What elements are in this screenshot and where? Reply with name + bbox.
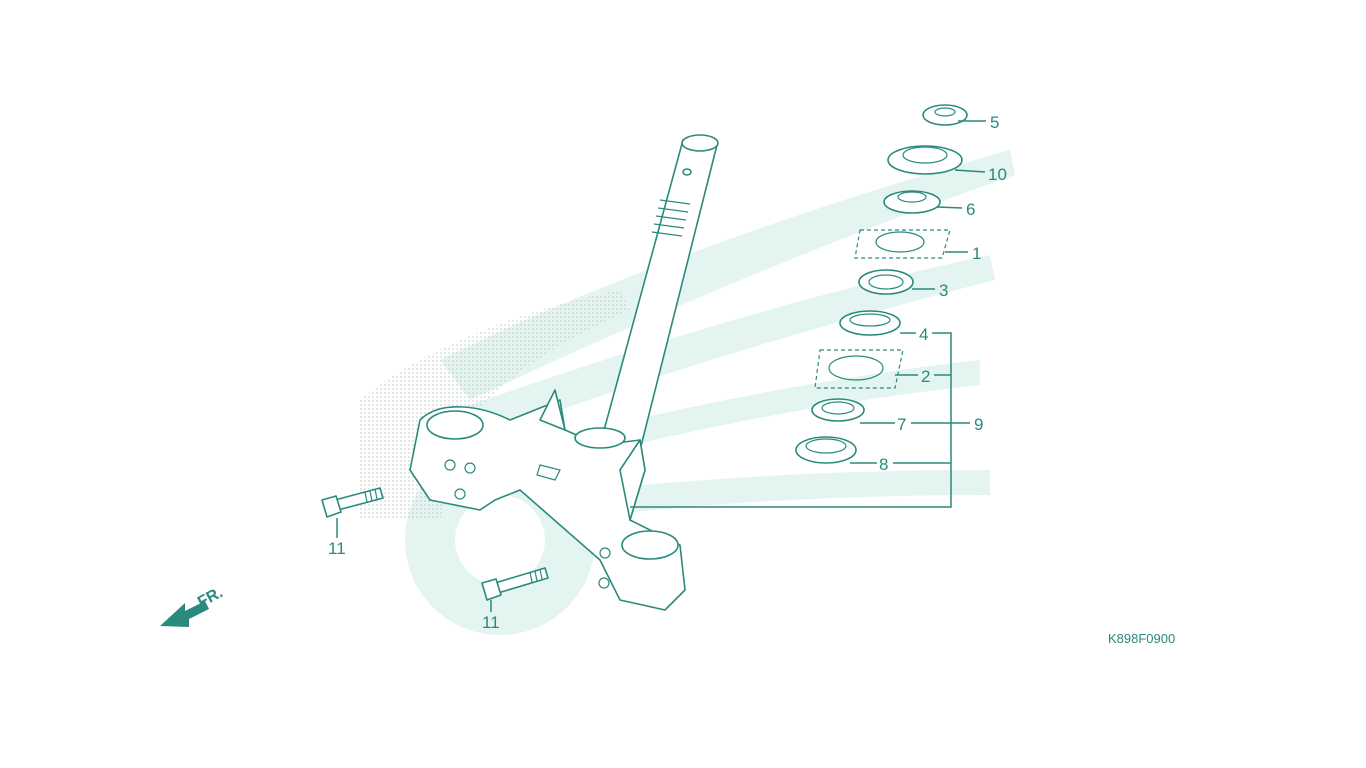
callout-7: 7 bbox=[897, 415, 906, 434]
drawing-code: K898F0900 bbox=[1108, 631, 1175, 646]
callout-9: 9 bbox=[974, 415, 983, 434]
callout-4: 4 bbox=[919, 325, 928, 344]
bottom-ball-race bbox=[839, 310, 901, 336]
callout-2: 2 bbox=[921, 367, 930, 386]
top-cone-race bbox=[883, 190, 941, 214]
callout-1: 1 bbox=[972, 244, 981, 263]
adjusting-nut bbox=[887, 145, 963, 175]
callout-5: 5 bbox=[990, 113, 999, 132]
front-direction-arrow-icon bbox=[160, 601, 209, 627]
top-ball-race bbox=[858, 269, 914, 295]
lock-nut bbox=[922, 104, 968, 126]
bolt-lower bbox=[481, 567, 549, 601]
bottom-cone-race bbox=[811, 398, 865, 422]
bolt-upper bbox=[321, 487, 384, 518]
dust-seal bbox=[795, 436, 857, 464]
callout-11-upper: 11 bbox=[328, 539, 346, 558]
callout-8: 8 bbox=[879, 455, 888, 474]
watermark-logo bbox=[405, 150, 1015, 635]
steel-ball-upper bbox=[854, 229, 951, 259]
steel-ball-lower bbox=[814, 349, 904, 389]
callout-10: 10 bbox=[988, 165, 1007, 184]
callout-3: 3 bbox=[939, 281, 948, 300]
callout-6: 6 bbox=[966, 200, 975, 219]
steering-stem-bracket bbox=[409, 389, 686, 611]
leader-lines bbox=[336, 120, 986, 612]
callout-11-lower: 11 bbox=[482, 613, 500, 632]
